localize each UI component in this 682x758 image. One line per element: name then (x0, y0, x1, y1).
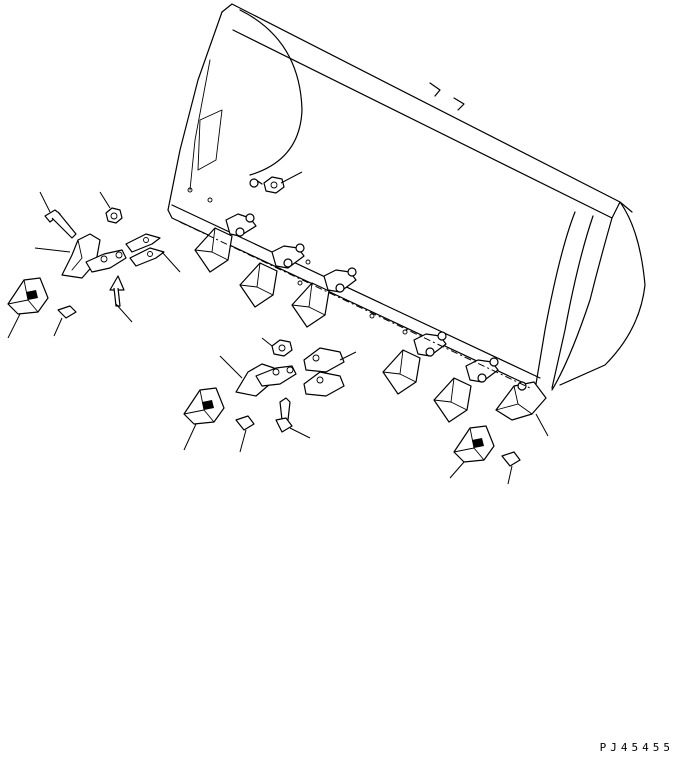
bolt-2 (109, 275, 133, 323)
corner-adapter (495, 381, 547, 421)
shim-plates-2 (303, 347, 357, 397)
bolt-3 (275, 397, 311, 439)
tooth-1 (194, 213, 257, 273)
tooth-3 (291, 267, 357, 328)
adapter-2 (219, 355, 297, 397)
centre-line (179, 221, 531, 389)
tooth-5 (433, 357, 499, 423)
bucket-teeth-row (194, 213, 547, 423)
tooth-4 (382, 331, 447, 395)
nut-1 (99, 191, 123, 224)
tooth-loose-2 (183, 387, 225, 451)
shim-plates-1 (125, 233, 181, 273)
adapter-1 (34, 233, 127, 279)
tooth-loose-1 (7, 277, 49, 339)
figure-code: PJ45455 (599, 741, 674, 754)
bolt-1 (39, 191, 77, 239)
cutting-edge-bolts (187, 187, 408, 335)
nut-2 (261, 337, 293, 357)
nut-on-bucket (249, 171, 303, 194)
tooth-loose-3 (449, 425, 495, 479)
pin-1 (53, 305, 77, 337)
exploded-parts-right (449, 413, 549, 485)
bucket-shell (167, 3, 646, 391)
pin-2 (235, 415, 255, 453)
tooth-2 (239, 243, 305, 308)
pin-3 (501, 451, 521, 485)
exploded-parts-middle (183, 337, 357, 453)
exploded-parts-left (7, 191, 181, 339)
corner-adapter-leader (535, 413, 549, 437)
